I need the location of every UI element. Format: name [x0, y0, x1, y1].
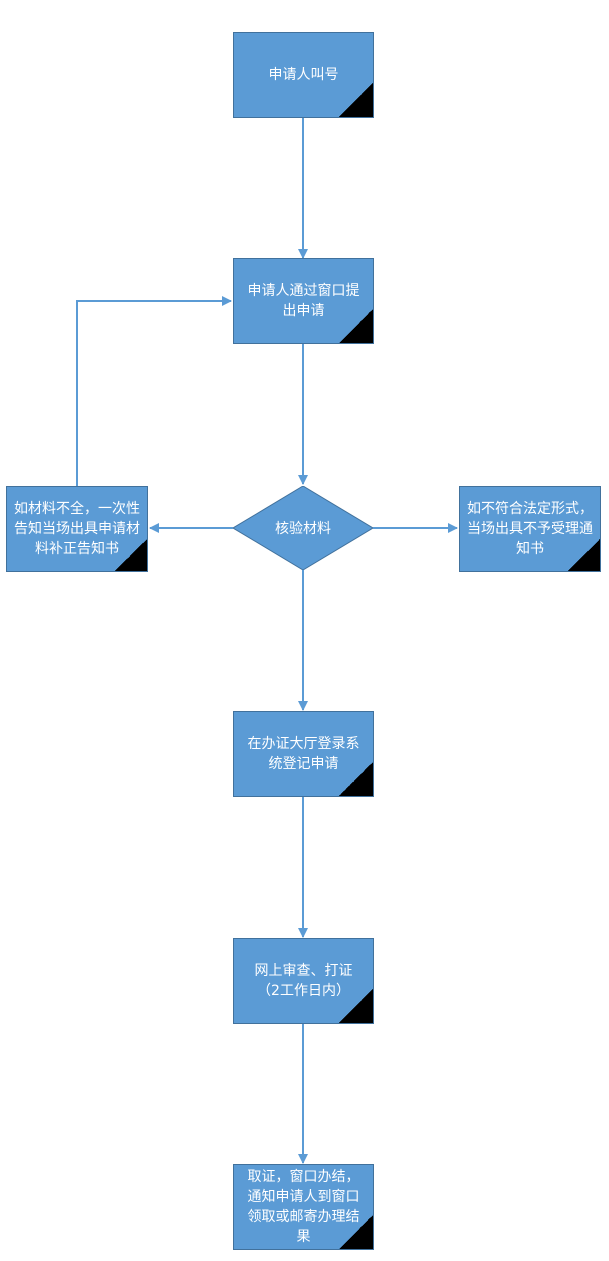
node-collect-certificate-label: 取证，窗口办结，通知申请人到窗口领取或邮寄办理结果 — [247, 1169, 360, 1245]
node-applicant-call-label: 申请人叫号 — [268, 67, 339, 83]
node-register-system: 在办证大厅登录系统登记申请 — [233, 711, 374, 797]
node-online-review: 网上审查、打证（2工作日内） — [233, 938, 374, 1024]
decision-verify-materials-label: 核验材料 — [275, 521, 331, 537]
node-corner-shadow — [339, 83, 373, 117]
node-corner-shadow — [339, 1215, 373, 1249]
node-submit-application-label: 申请人通过窗口提出申请 — [247, 283, 360, 319]
node-incomplete-materials: 如材料不全，一次性告知当场出具申请材料补正告知书 — [6, 486, 148, 572]
node-non-compliant: 如不符合法定形式，当场出具不予受理通知书 — [459, 486, 601, 572]
node-corner-shadow — [115, 539, 147, 571]
node-corner-shadow — [339, 309, 373, 343]
node-corner-shadow — [339, 762, 373, 796]
node-non-compliant-label: 如不符合法定形式，当场出具不予受理通知书 — [467, 501, 593, 557]
node-applicant-call: 申请人叫号 — [233, 32, 374, 118]
decision-diamond-shape — [233, 486, 373, 570]
decision-verify-materials: 核验材料 — [233, 486, 373, 570]
node-submit-application: 申请人通过窗口提出申请 — [233, 258, 374, 344]
node-corner-shadow — [568, 539, 600, 571]
arrow-incomplete-loop-back — [76, 296, 232, 486]
node-online-review-label: 网上审查、打证（2工作日内） — [254, 963, 353, 999]
node-collect-certificate: 取证，窗口办结，通知申请人到窗口领取或邮寄办理结果 — [233, 1164, 374, 1250]
node-register-system-label: 在办证大厅登录系统登记申请 — [247, 736, 360, 772]
node-incomplete-materials-label: 如材料不全，一次性告知当场出具申请材料补正告知书 — [14, 501, 140, 557]
node-corner-shadow — [339, 989, 373, 1023]
